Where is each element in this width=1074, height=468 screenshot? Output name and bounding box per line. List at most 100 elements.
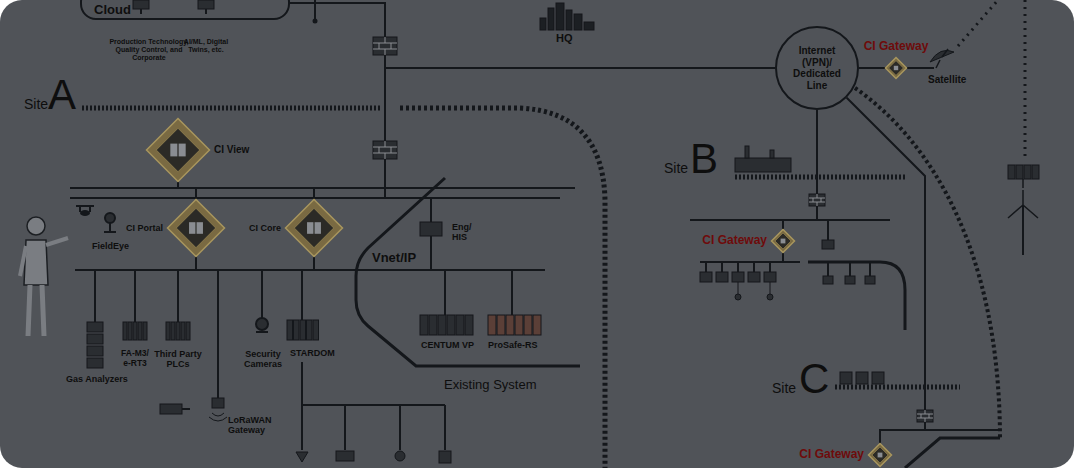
drop-line	[782, 253, 784, 262]
turbine-blades	[1008, 190, 1038, 218]
device-label: Gas Analyzers	[66, 374, 128, 384]
node-label: Internet (VPN)/ Dedicated Line	[785, 45, 849, 91]
dish-link	[907, 67, 934, 69]
prosafe-module-icon	[506, 315, 514, 335]
field-device-icon	[732, 272, 744, 282]
diamond-outline	[868, 443, 892, 467]
centum-module-icon	[465, 315, 473, 335]
site-word: Site	[772, 380, 796, 396]
bus-line	[925, 429, 1000, 431]
backbone-line	[384, 68, 386, 198]
hq-building-icon	[566, 10, 572, 30]
factory-chimney	[770, 150, 774, 158]
sitec-network	[905, 438, 1000, 468]
tank-icon	[856, 372, 868, 384]
node-label: CI View	[214, 144, 249, 156]
link-dot	[313, 19, 318, 24]
robot-head	[27, 217, 45, 235]
hq-building-icon	[584, 22, 594, 30]
server-icon	[170, 144, 177, 157]
security-camera-icon	[256, 318, 268, 330]
drop-line	[869, 262, 871, 276]
battery-icon	[1016, 165, 1023, 179]
group-label: Existing System	[444, 378, 536, 393]
bus-line	[690, 219, 890, 221]
bus-line	[70, 197, 560, 199]
diamond-core	[176, 208, 215, 247]
drop-line	[769, 262, 771, 272]
firewall-bricks	[373, 141, 397, 159]
hmi-monitor-icon	[420, 222, 442, 236]
field-device-icon	[865, 276, 875, 284]
field-device-icon	[748, 272, 760, 282]
site-boundary-dots	[735, 175, 905, 180]
diamond-core	[775, 233, 791, 249]
pump-icon	[336, 451, 354, 461]
drop-line	[313, 257, 315, 270]
site-boundary-dots	[835, 385, 960, 390]
drop-line	[217, 270, 219, 398]
diamond-outline	[886, 58, 907, 79]
drop-line	[261, 270, 263, 318]
diamond-outline	[168, 200, 225, 257]
drone-body	[80, 210, 90, 216]
motor-shaft	[182, 408, 190, 410]
hq-building-icon	[556, 3, 564, 30]
site-word: Site	[664, 160, 688, 176]
uplink-line	[314, 0, 316, 20]
robot-arm	[46, 238, 68, 245]
firewall-icon	[917, 410, 933, 422]
device-label: ProSafe-RS	[488, 340, 538, 350]
device-label: Security Cameras	[240, 349, 286, 370]
drop-line	[827, 220, 829, 240]
node-label: CI Portal	[126, 223, 163, 233]
network-link	[290, 3, 775, 68]
plc-module-icon	[176, 322, 180, 340]
field-device-icon	[764, 272, 776, 282]
server-icon	[179, 144, 186, 157]
device-label: Third Party PLCs	[150, 349, 206, 370]
monitor-stand	[140, 9, 142, 14]
device-label: LoRaWAN Gateway	[228, 415, 278, 436]
cloud-monitor-icon	[198, 0, 214, 9]
field-device-icon	[845, 276, 855, 284]
sensor-icon	[735, 294, 741, 300]
diamond-core	[156, 128, 200, 172]
sensor-icon	[395, 451, 405, 461]
radio-waves	[209, 413, 227, 421]
plc-module-icon	[186, 322, 190, 340]
diamond-outline	[286, 200, 343, 257]
monitor-stand	[205, 9, 207, 14]
fieldeye-camera-icon	[105, 213, 115, 223]
diamond-outline	[771, 229, 795, 253]
robot-leg	[28, 285, 44, 336]
motor-icon	[160, 404, 182, 414]
drop-line	[827, 262, 829, 276]
prosafe-module-icon	[524, 315, 532, 335]
firewall-bricks	[809, 194, 825, 206]
centum-module-icon	[456, 315, 464, 335]
node-label: CI Gateway	[702, 234, 767, 248]
drop-line	[195, 257, 197, 270]
firewall-icon	[373, 141, 397, 159]
drop-line	[94, 270, 96, 322]
drop-line	[430, 236, 432, 270]
prosafe-module-icon	[488, 315, 496, 335]
site-letter: A	[48, 74, 76, 116]
site-boundary-dashes	[400, 108, 605, 468]
cloud-note: AI/ML, Digital Twins, etc.	[178, 38, 234, 54]
dish-mount	[936, 49, 948, 68]
plc-module-icon	[166, 322, 170, 340]
site-letter: B	[690, 138, 718, 180]
firewall-bricks	[917, 410, 933, 422]
drop-line	[753, 262, 755, 272]
stardom-module-icon	[313, 320, 319, 340]
stardom-module-icon	[294, 320, 300, 340]
network-link	[178, 182, 314, 199]
drop-line	[705, 262, 707, 272]
drop-line	[301, 270, 303, 320]
drop-line	[444, 270, 446, 315]
device-label: FieldEye	[92, 241, 129, 251]
diamond-core	[872, 447, 888, 463]
